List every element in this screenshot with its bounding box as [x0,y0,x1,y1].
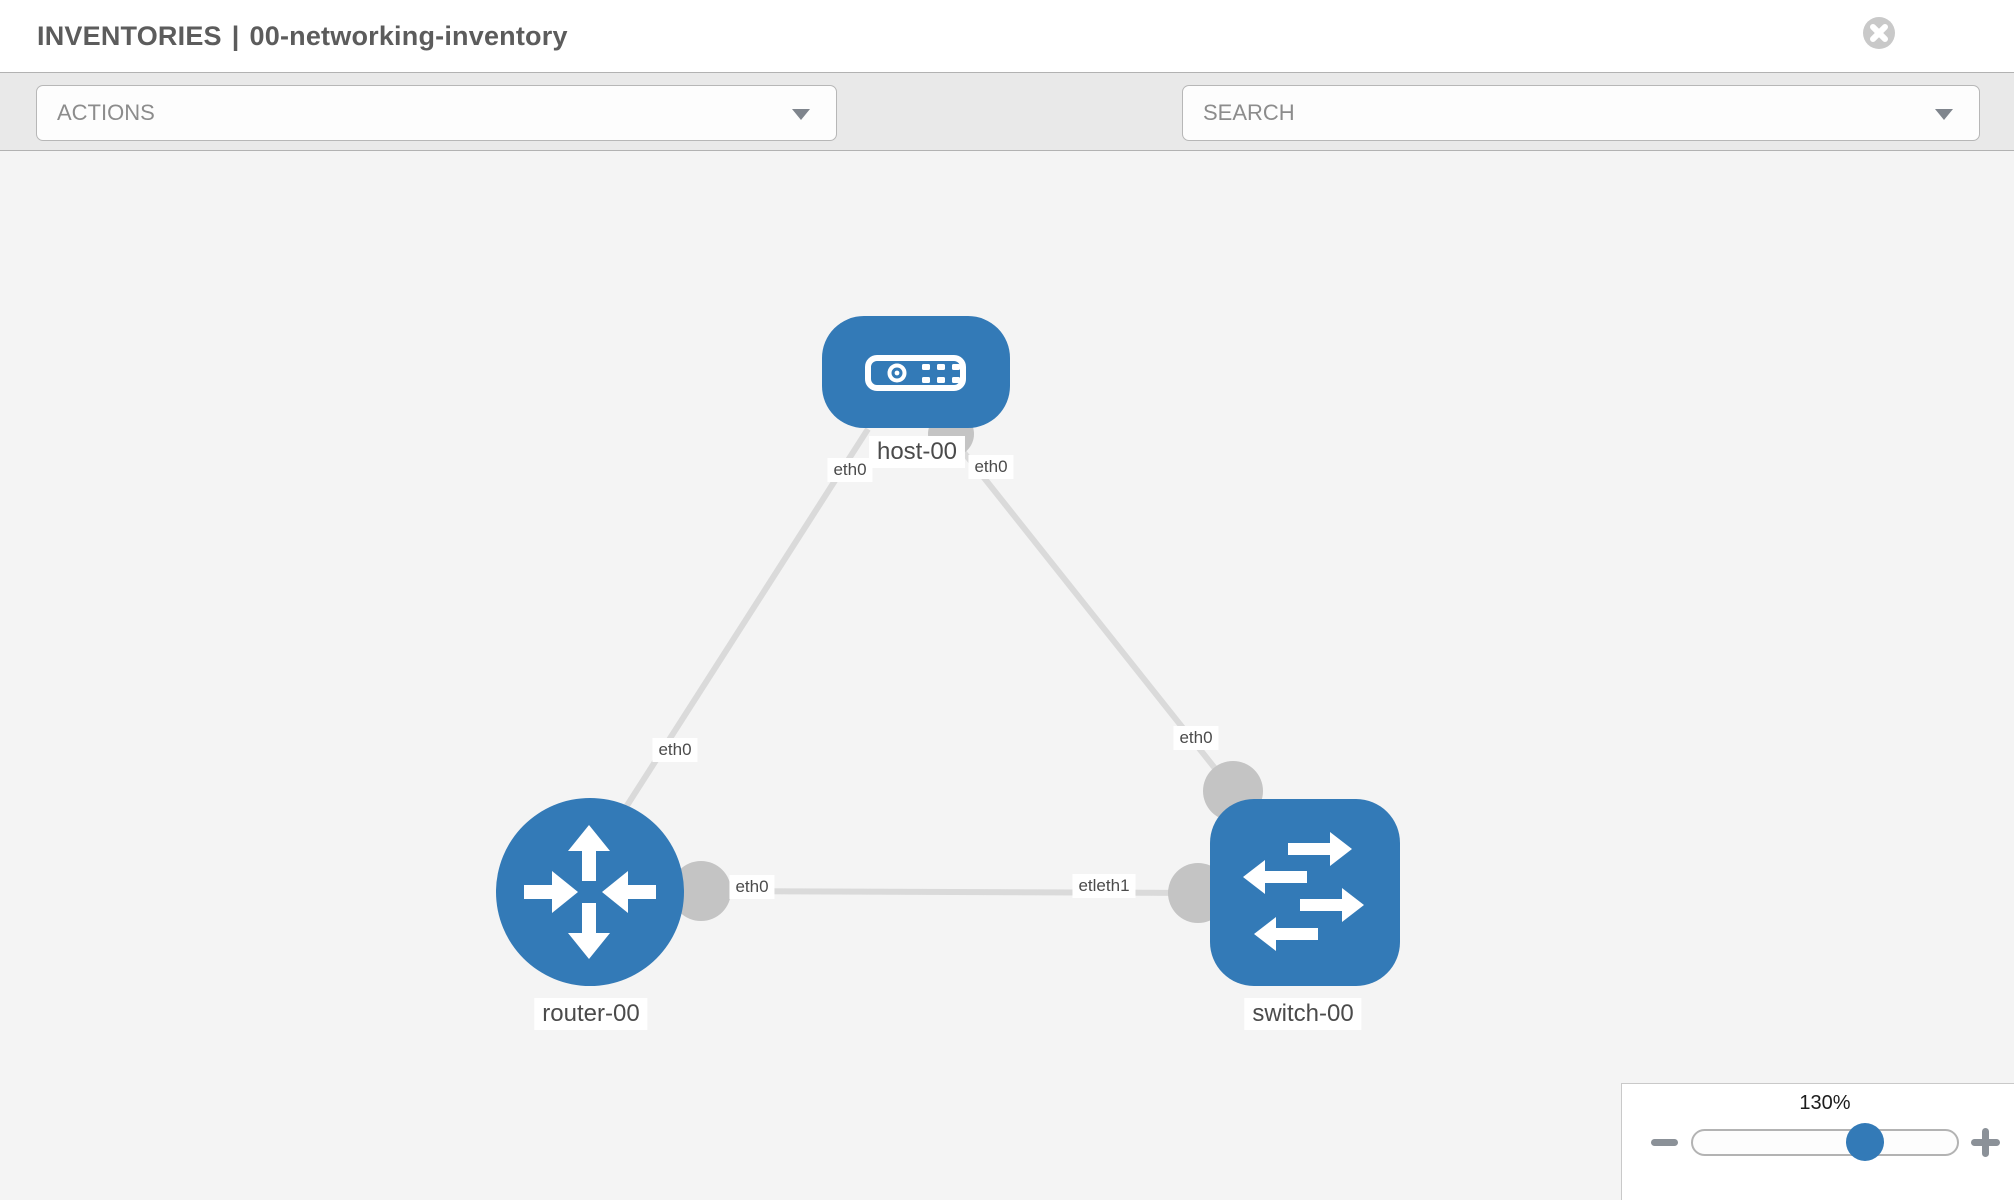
actions-dropdown-label: ACTIONS [57,100,155,125]
node-label-switch: switch-00 [1244,998,1362,1030]
node-label-host: host-00 [868,436,966,468]
zoom-slider-handle[interactable] [1846,1123,1884,1161]
node-label-router: router-00 [534,998,648,1030]
actions-dropdown[interactable]: ACTIONS [36,85,837,141]
interface-label: eth0 [968,455,1014,479]
title-secondary: 00-networking-inventory [249,21,568,51]
zoom-in-icon[interactable] [1971,1128,2000,1157]
chevron-down-icon [792,109,810,120]
title-primary: INVENTORIES [37,21,222,51]
search-dropdown-label: SEARCH [1203,100,1295,125]
interface-label: etleth1 [1072,874,1136,898]
switch-icon [1243,832,1364,951]
page-title: INVENTORIES | 00-networking-inventory [37,0,568,72]
title-separator: | [231,21,240,51]
interface-label: eth0 [652,738,698,762]
interface-label: eth0 [827,458,873,482]
close-icon [1863,17,1895,49]
interface-label: eth0 [729,875,775,899]
node-host[interactable] [822,316,1010,428]
link-host-router[interactable] [609,427,871,831]
node-switch[interactable] [1210,799,1400,986]
topology-canvas[interactable] [0,151,2014,1200]
toolbar: ACTIONS SEARCH [0,72,2014,201]
zoom-slider[interactable] [1691,1123,1959,1161]
close-button[interactable] [1862,16,1896,50]
chevron-down-icon [1935,109,1953,120]
search-dropdown[interactable]: SEARCH [1182,85,1980,141]
router-icon [524,825,656,959]
host-icon [865,355,966,391]
interface-circle-router-eth0[interactable] [671,861,731,921]
zoom-out-icon[interactable] [1651,1139,1678,1146]
header: INVENTORIES | 00-networking-inventory [0,0,2014,72]
node-router[interactable] [496,798,684,986]
zoom-panel: 130% [1621,1083,2014,1200]
interface-label: eth0 [1173,726,1219,750]
zoom-level: 130% [1799,1092,1851,1114]
